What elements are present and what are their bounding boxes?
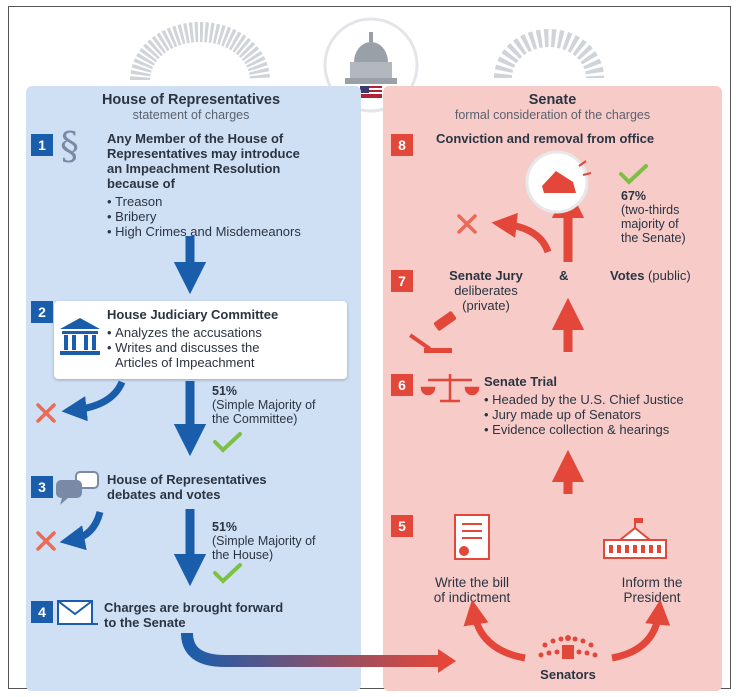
step-6-item: Headed by the U.S. Chief Justice <box>484 392 684 407</box>
step-6-items: Headed by the U.S. Chief Justice Jury ma… <box>484 392 684 437</box>
us-flag-icon <box>360 86 382 98</box>
ampersand: & <box>559 268 569 283</box>
arrow-committee-reject <box>61 380 126 422</box>
jury-desc: deliberates <box>454 283 518 298</box>
step-4-line: Charges are brought forward <box>104 600 284 615</box>
step-2-vote: 51% (Simple Majority of the Committee) <box>212 384 316 426</box>
step-3-line: debates and votes <box>107 487 221 502</box>
bill-label: Write the bill of indictment <box>424 575 520 605</box>
step-2-item: Writes and discusses the <box>107 340 278 355</box>
reject-cross-icon <box>36 403 56 423</box>
step-5-badge: 5 <box>391 515 413 537</box>
step-2-text: House Judiciary Committee Analyzes the a… <box>107 307 278 370</box>
step-3-line: House of Representatives <box>107 472 267 487</box>
step-6-text: Senate Trial Headed by the U.S. Chief Ju… <box>484 374 684 437</box>
step-2-item: Analyzes the accusations <box>107 325 278 340</box>
reason-item: Bribery <box>107 209 301 224</box>
step-4-line: to the Senate <box>104 615 186 630</box>
courthouse-icon <box>60 318 100 355</box>
votes-label: Votes <box>610 268 645 283</box>
vote-desc: the Committee) <box>212 412 298 426</box>
arrow-senate-reject <box>491 212 552 254</box>
step-7-votes: Votes (public) <box>610 268 691 283</box>
jury-title: Senate Jury <box>449 268 523 283</box>
step-7-jury: Senate Jury deliberates (private) <box>438 268 534 313</box>
step-8-vote: 67% (two-thirds majority of the Senate) <box>621 189 686 245</box>
vote-percent: 51% <box>212 384 238 398</box>
bill-label-line: Write the bill <box>434 575 510 590</box>
step-2-item-cont: Articles of Impeachment <box>115 355 255 370</box>
reason-item: Treason <box>107 194 301 209</box>
gavel-icon <box>409 311 457 353</box>
step-3-badge: 3 <box>31 476 53 498</box>
step-1-line: an Impeachment Resolution <box>107 161 281 176</box>
step-4-badge: 4 <box>31 601 53 623</box>
senators-label: Senators <box>540 667 596 682</box>
vote-desc: (Simple Majority of <box>212 398 316 412</box>
vote-desc: the Senate) <box>621 231 686 245</box>
step-2-badge: 2 <box>31 301 53 323</box>
infographic-frame <box>8 6 731 689</box>
removal-boot-icon <box>525 150 592 214</box>
step-6-item: Evidence collection & hearings <box>484 422 684 437</box>
step-2-title: House Judiciary Committee <box>107 307 279 322</box>
senators-icon <box>538 635 598 659</box>
vote-percent: 51% <box>212 520 238 534</box>
arrow-senators-to-bill <box>463 599 526 662</box>
arrow-house-to-senate <box>181 632 440 667</box>
approve-check-icon <box>619 164 648 185</box>
section-sign-icon: § <box>60 124 79 168</box>
senate-title: Senate <box>528 92 577 108</box>
senate-chamber-icon <box>494 29 604 79</box>
arrow-house-to-senate-head <box>438 649 456 673</box>
approve-check-icon <box>213 432 242 453</box>
house-subtitle: statement of charges <box>132 108 250 122</box>
step-6-item: Jury made up of Senators <box>484 407 684 422</box>
vote-percent: 67% <box>621 189 647 203</box>
step-1-reasons: Treason Bribery High Crimes and Misdemea… <box>107 194 301 239</box>
arrow-house-reject <box>59 511 104 551</box>
step-1-line: Representatives may introduce <box>107 146 300 161</box>
reason-item: High Crimes and Misdemeanors <box>107 224 301 239</box>
vote-desc: majority of <box>621 217 679 231</box>
step-8-badge: 8 <box>391 134 413 156</box>
step-3-text: House of Representatives debates and vot… <box>107 472 267 502</box>
vote-desc: the House) <box>212 548 274 562</box>
reject-cross-icon <box>36 531 56 551</box>
arrow-senators-to-president <box>611 599 671 662</box>
white-house-icon <box>603 518 667 559</box>
vote-desc: (two-thirds <box>621 203 680 217</box>
senate-subtitle: formal consideration of the charges <box>454 108 651 122</box>
envelope-icon <box>57 600 98 625</box>
step-4-text: Charges are brought forward to the Senat… <box>104 600 283 630</box>
step-1-line: because of <box>107 176 175 191</box>
step-6-title: Senate Trial <box>484 374 557 389</box>
scales-icon <box>420 374 480 403</box>
step-7-badge: 7 <box>391 270 413 292</box>
step-1-line: Any Member of the House of <box>107 131 284 146</box>
jury-desc: (private) <box>462 298 510 313</box>
step-8-title: Conviction and removal from office <box>436 131 655 146</box>
step-1-text: Any Member of the House of Representativ… <box>107 131 301 239</box>
house-title: House of Representatives <box>101 92 281 108</box>
step-3-vote: 51% (Simple Majority of the House) <box>212 520 316 562</box>
speech-bubbles-icon <box>56 471 99 505</box>
step-6-badge: 6 <box>391 374 413 396</box>
bill-of-indictment-icon <box>454 514 490 560</box>
reject-cross-icon <box>457 214 477 234</box>
president-label-line: Inform the <box>621 575 683 590</box>
step-2-items: Analyzes the accusations Writes and disc… <box>107 325 278 355</box>
step-1-badge: 1 <box>31 134 53 156</box>
bill-label-line: of indictment <box>433 590 511 605</box>
votes-note: (public) <box>644 268 691 283</box>
approve-check-icon <box>213 563 242 584</box>
vote-desc: (Simple Majority of <box>212 534 316 548</box>
house-chamber-icon <box>130 22 270 81</box>
